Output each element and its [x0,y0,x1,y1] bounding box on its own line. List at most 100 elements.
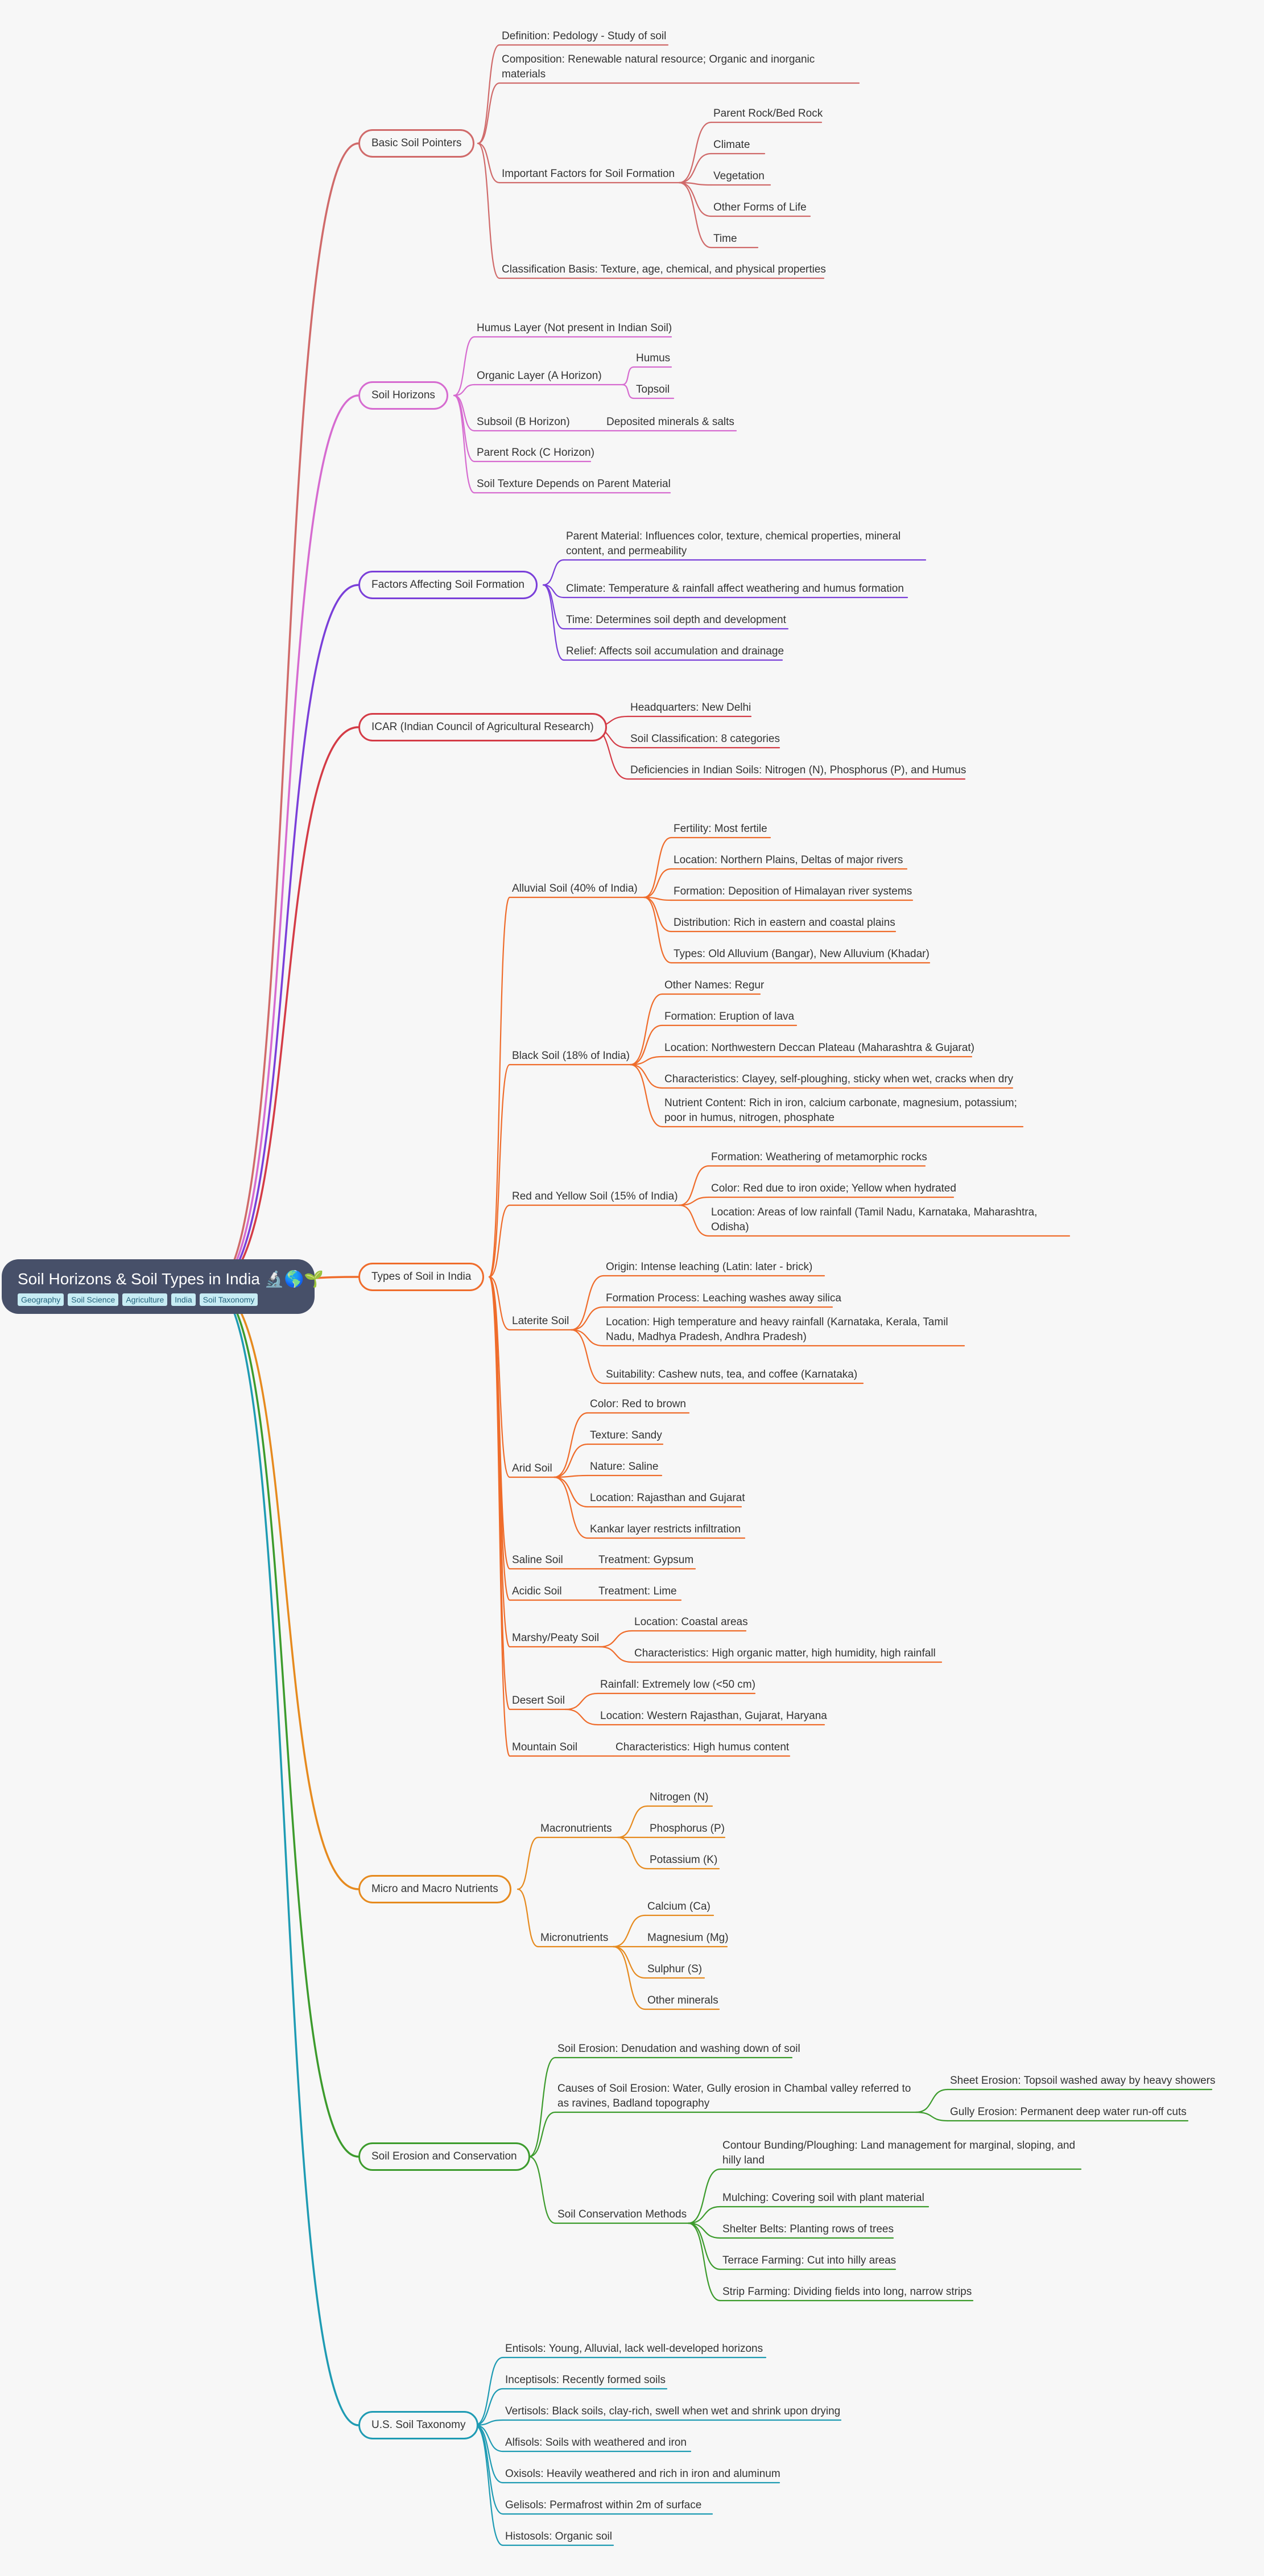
node-terrace-farming-cut-into-hilly-areas[interactable]: Terrace Farming: Cut into hilly areas [722,2253,896,2268]
node-nitrogen-n[interactable]: Nitrogen (N) [650,1790,708,1805]
branch-micro-and-macro-nutrients[interactable]: Micro and Macro Nutrients [358,1875,511,1903]
node-parent-material-influences-color-texture[interactable]: Parent Material: Influences color, textu… [566,529,901,559]
node-deposited-minerals-salts[interactable]: Deposited minerals & salts [606,415,734,430]
node-time[interactable]: Time [713,232,737,246]
node-formation-deposition-of-himalayan-river-[interactable]: Formation: Deposition of Himalayan river… [674,884,912,899]
node-kankar-layer-restricts-infiltration[interactable]: Kankar layer restricts infiltration [590,1522,741,1537]
node-color-red-to-brown[interactable]: Color: Red to brown [590,1397,686,1412]
node-headquarters-new-delhi[interactable]: Headquarters: New Delhi [630,700,751,715]
node-important-factors-for-soil-formation[interactable]: Important Factors for Soil Formation [502,167,675,182]
node-climate[interactable]: Climate [713,138,750,153]
node-red-and-yellow-soil-15-of-india[interactable]: Red and Yellow Soil (15% of India) [512,1189,678,1204]
node-arid-soil[interactable]: Arid Soil [512,1461,552,1476]
branch-soil-horizons[interactable]: Soil Horizons [358,381,448,410]
node-humus[interactable]: Humus [636,351,670,366]
node-humus-layer-not-present-in-indian-soil[interactable]: Humus Layer (Not present in Indian Soil) [477,321,672,336]
node-fertility-most-fertile[interactable]: Fertility: Most fertile [674,822,767,836]
node-nature-saline[interactable]: Nature: Saline [590,1460,658,1474]
node-macronutrients[interactable]: Macronutrients [540,1821,612,1836]
node-location-high-temperature-and-heavy-rain[interactable]: Location: High temperature and heavy rai… [606,1315,948,1345]
node-subsoil-b-horizon[interactable]: Subsoil (B Horizon) [477,415,570,430]
node-shelter-belts-planting-rows-of-trees[interactable]: Shelter Belts: Planting rows of trees [722,2222,894,2237]
node-distribution-rich-in-eastern-and-coastal[interactable]: Distribution: Rich in eastern and coasta… [674,916,895,930]
node-mulching-covering-soil-with-plant-materi[interactable]: Mulching: Covering soil with plant mater… [722,2191,924,2206]
node-laterite-soil[interactable]: Laterite Soil [512,1314,569,1329]
node-location-rajasthan-and-gujarat[interactable]: Location: Rajasthan and Gujarat [590,1491,745,1506]
node-inceptisols-recently-formed-soils[interactable]: Inceptisols: Recently formed soils [505,2373,666,2388]
node-soil-conservation-methods[interactable]: Soil Conservation Methods [557,2207,687,2222]
node-contour-bunding-ploughing-land-managemen[interactable]: Contour Bunding/Ploughing: Land manageme… [722,2138,1075,2168]
node-other-names-regur[interactable]: Other Names: Regur [664,978,764,993]
node-time-determines-soil-depth-and-developme[interactable]: Time: Determines soil depth and developm… [566,613,786,628]
node-causes-of-soil-erosion-water-gully-erosi[interactable]: Causes of Soil Erosion: Water, Gully ero… [557,2082,911,2111]
node-formation-eruption-of-lava[interactable]: Formation: Eruption of lava [664,1009,794,1024]
node-formation-weathering-of-metamorphic-rock[interactable]: Formation: Weathering of metamorphic roc… [711,1150,927,1165]
node-location-northern-plains-deltas-of-major[interactable]: Location: Northern Plains, Deltas of maj… [674,853,903,868]
node-types-old-alluvium-bangar-new-alluvium-k[interactable]: Types: Old Alluvium (Bangar), New Alluvi… [674,947,930,962]
node-rainfall-extremely-low-50-cm[interactable]: Rainfall: Extremely low (<50 cm) [600,1678,755,1692]
node-deficiencies-in-indian-soils-nitrogen-n-[interactable]: Deficiencies in Indian Soils: Nitrogen (… [630,763,966,778]
node-relief-affects-soil-accumulation-and-dra[interactable]: Relief: Affects soil accumulation and dr… [566,644,784,659]
node-sheet-erosion-topsoil-washed-away-by-hea[interactable]: Sheet Erosion: Topsoil washed away by he… [950,2074,1215,2088]
node-parent-rock-c-horizon[interactable]: Parent Rock (C Horizon) [477,446,594,460]
node-definition-pedology-study-of-soil[interactable]: Definition: Pedology - Study of soil [502,29,666,44]
root-topic[interactable]: Soil Horizons & Soil Types in India 🔬🌎🌱 … [2,1259,324,1314]
node-micronutrients[interactable]: Micronutrients [540,1931,608,1946]
branch-basic-soil-pointers[interactable]: Basic Soil Pointers [358,129,475,158]
node-desert-soil[interactable]: Desert Soil [512,1693,565,1708]
node-gully-erosion-permanent-deep-water-run-o[interactable]: Gully Erosion: Permanent deep water run-… [950,2105,1187,2120]
node-soil-texture-depends-on-parent-material[interactable]: Soil Texture Depends on Parent Material [477,477,671,492]
connector-micronutrients [517,1888,539,1948]
node-phosphorus-p[interactable]: Phosphorus (P) [650,1821,725,1836]
node-location-coastal-areas[interactable]: Location: Coastal areas [634,1615,748,1630]
node-calcium-ca[interactable]: Calcium (Ca) [647,1899,711,1914]
branch-types-of-soil-in-india[interactable]: Types of Soil in India [358,1263,485,1291]
node-oxisols-heavily-weathered-and-rich-in-ir[interactable]: Oxisols: Heavily weathered and rich in i… [505,2467,780,2482]
node-vertisols-black-soils-clay-rich-swell-wh[interactable]: Vertisols: Black soils, clay-rich, swell… [505,2404,840,2419]
node-vegetation[interactable]: Vegetation [713,169,765,184]
node-soil-erosion-denudation-and-washing-down[interactable]: Soil Erosion: Denudation and washing dow… [557,2042,800,2056]
node-black-soil-18-of-india[interactable]: Black Soil (18% of India) [512,1049,630,1064]
node-strip-farming-dividing-fields-into-long-[interactable]: Strip Farming: Dividing fields into long… [722,2285,972,2299]
node-location-northwestern-deccan-plateau-mah[interactable]: Location: Northwestern Deccan Plateau (M… [664,1041,974,1056]
node-characteristics-clayey-self-ploughing-st[interactable]: Characteristics: Clayey, self-ploughing,… [664,1072,1013,1087]
node-sulphur-s[interactable]: Sulphur (S) [647,1962,702,1977]
node-characteristics-high-humus-content[interactable]: Characteristics: High humus content [616,1740,789,1755]
branch-u-s-soil-taxonomy[interactable]: U.S. Soil Taxonomy [358,2411,479,2439]
node-topsoil[interactable]: Topsoil [636,382,670,397]
node-origin-intense-leaching-latin-later-bric[interactable]: Origin: Intense leaching (Latin: later -… [606,1260,812,1275]
node-other-forms-of-life[interactable]: Other Forms of Life [713,200,807,215]
branch-icar-indian-council-of-agricultural-rese[interactable]: ICAR (Indian Council of Agricultural Res… [358,713,607,741]
node-nutrient-content-rich-in-iron-calcium-ca[interactable]: Nutrient Content: Rich in iron, calcium … [664,1096,1017,1126]
node-acidic-soil[interactable]: Acidic Soil [512,1584,562,1599]
branch-factors-affecting-soil-formation[interactable]: Factors Affecting Soil Formation [358,571,538,599]
node-parent-rock-bed-rock[interactable]: Parent Rock/Bed Rock [713,106,823,121]
node-texture-sandy[interactable]: Texture: Sandy [590,1428,662,1443]
node-classification-basis-texture-age-chemica[interactable]: Classification Basis: Texture, age, chem… [502,262,826,277]
node-composition-renewable-natural-resource-o[interactable]: Composition: Renewable natural resource;… [502,52,815,82]
node-location-areas-of-low-rainfall-tamil-nad[interactable]: Location: Areas of low rainfall (Tamil N… [711,1205,1037,1235]
node-treatment-gypsum[interactable]: Treatment: Gypsum [598,1553,693,1568]
node-soil-classification-8-categories[interactable]: Soil Classification: 8 categories [630,732,780,747]
connector-climate [678,153,712,184]
node-other-minerals[interactable]: Other minerals [647,1993,718,2008]
node-magnesium-mg[interactable]: Magnesium (Mg) [647,1931,729,1946]
node-saline-soil[interactable]: Saline Soil [512,1553,563,1568]
node-suitability-cashew-nuts-tea-and-coffee-k[interactable]: Suitability: Cashew nuts, tea, and coffe… [606,1367,857,1382]
node-potassium-k[interactable]: Potassium (K) [650,1853,717,1868]
node-climate-temperature-rainfall-affect-weat[interactable]: Climate: Temperature & rainfall affect w… [566,582,904,596]
node-organic-layer-a-horizon[interactable]: Organic Layer (A Horizon) [477,369,602,384]
node-mountain-soil[interactable]: Mountain Soil [512,1740,577,1755]
node-color-red-due-to-iron-oxide-yellow-when-[interactable]: Color: Red due to iron oxide; Yellow whe… [711,1181,956,1196]
node-formation-process-leaching-washes-away-s[interactable]: Formation Process: Leaching washes away … [606,1291,841,1306]
node-treatment-lime[interactable]: Treatment: Lime [598,1584,677,1599]
node-entisols-young-alluvial-lack-well-develo[interactable]: Entisols: Young, Alluvial, lack well-dev… [505,2342,763,2356]
branch-soil-erosion-and-conservation[interactable]: Soil Erosion and Conservation [358,2142,530,2171]
node-histosols-organic-soil[interactable]: Histosols: Organic soil [505,2529,612,2544]
node-alluvial-soil-40-of-india[interactable]: Alluvial Soil (40% of India) [512,881,638,896]
node-gelisols-permafrost-within-2m-of-surface[interactable]: Gelisols: Permafrost within 2m of surfac… [505,2498,701,2513]
node-marshy-peaty-soil[interactable]: Marshy/Peaty Soil [512,1631,599,1646]
node-characteristics-high-organic-matter-high[interactable]: Characteristics: High organic matter, hi… [634,1646,936,1661]
node-alfisols-soils-with-weathered-and-iron[interactable]: Alfisols: Soils with weathered and iron [505,2435,687,2450]
node-location-western-rajasthan-gujarat-harya[interactable]: Location: Western Rajasthan, Gujarat, Ha… [600,1709,827,1724]
